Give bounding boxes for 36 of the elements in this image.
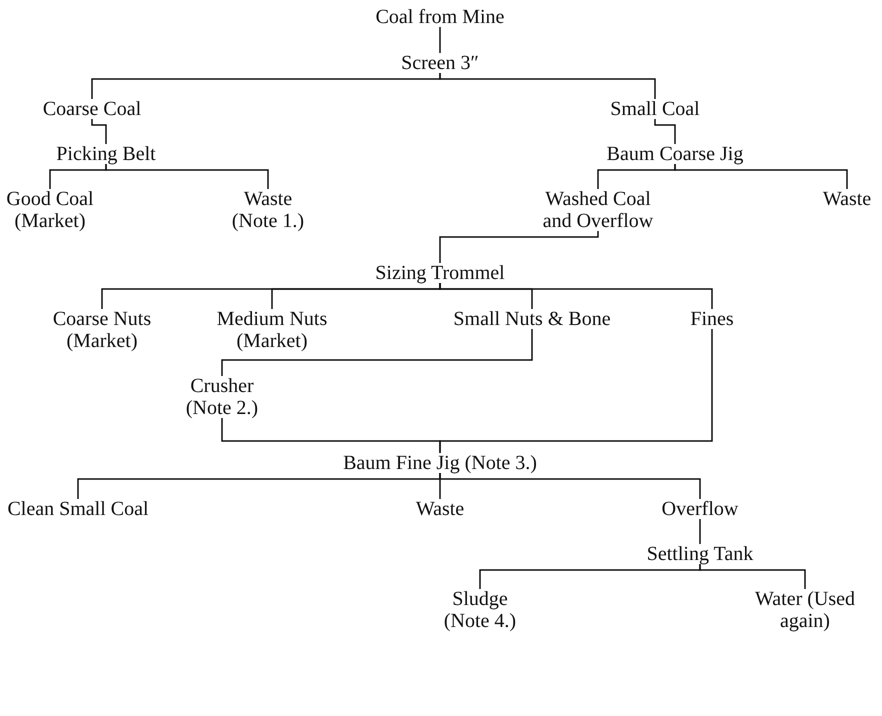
process-label: Waste (Note 1.) [230, 188, 306, 232]
process-label: Coarse Coal [42, 98, 142, 120]
process-label: Good Coal (Market) [5, 188, 95, 232]
process-label: Baum Coarse Jig [606, 143, 744, 165]
process-label: Medium Nuts (Market) [216, 308, 328, 352]
process-label: Coal from Mine [376, 6, 504, 28]
flow-line [105, 164, 269, 189]
process-label: Crusher (Note 2.) [184, 375, 260, 419]
process-label: Waste [416, 498, 464, 520]
process-label: Overflow [662, 498, 738, 520]
process-label: Fines [690, 308, 734, 330]
process-label: Baum Fine Jig (Note 3.) [343, 452, 537, 474]
flow-line [439, 329, 713, 453]
flow-line [674, 164, 848, 189]
process-label: Coarse Nuts (Market) [52, 308, 152, 352]
process-label: Washed Coal and Overflow [542, 188, 654, 232]
flow-line [439, 73, 656, 99]
flow-line [439, 231, 599, 263]
process-label: Small Nuts & Bone [453, 308, 611, 330]
flow-line [699, 519, 701, 544]
process-label: Small Coal [610, 98, 700, 120]
process-label: Sludge (Note 4.) [442, 588, 518, 632]
flow-line [439, 473, 701, 499]
flow-line [439, 283, 713, 309]
process-label: Clean Small Coal [7, 498, 149, 520]
process-label: Screen 3″ [401, 52, 479, 74]
process-label: Waste [822, 188, 872, 210]
flow-line [439, 27, 441, 53]
flow-line [654, 119, 676, 144]
flow-line [221, 329, 533, 376]
process-label: Sizing Trommel [375, 262, 505, 284]
process-label: Settling Tank [646, 543, 754, 565]
process-label: Water (Used again) [754, 588, 856, 632]
flow-line [91, 119, 107, 144]
process-label: Picking Belt [56, 143, 156, 165]
flow-line [699, 564, 806, 589]
